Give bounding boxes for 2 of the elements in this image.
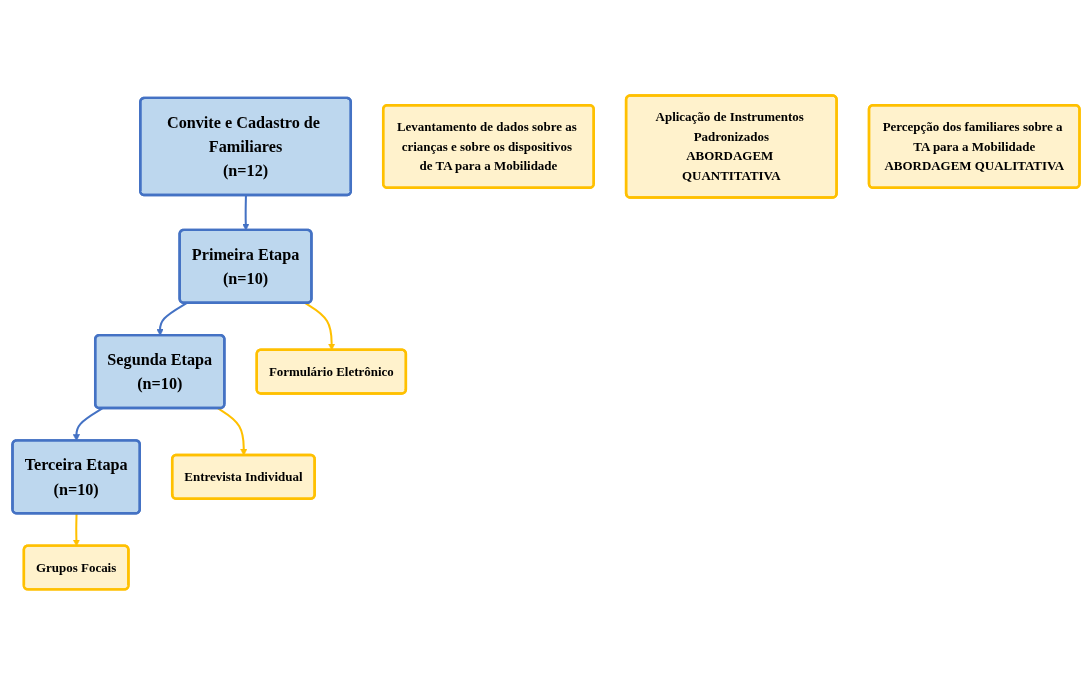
arrow [72,513,80,546]
arrow [304,301,336,350]
